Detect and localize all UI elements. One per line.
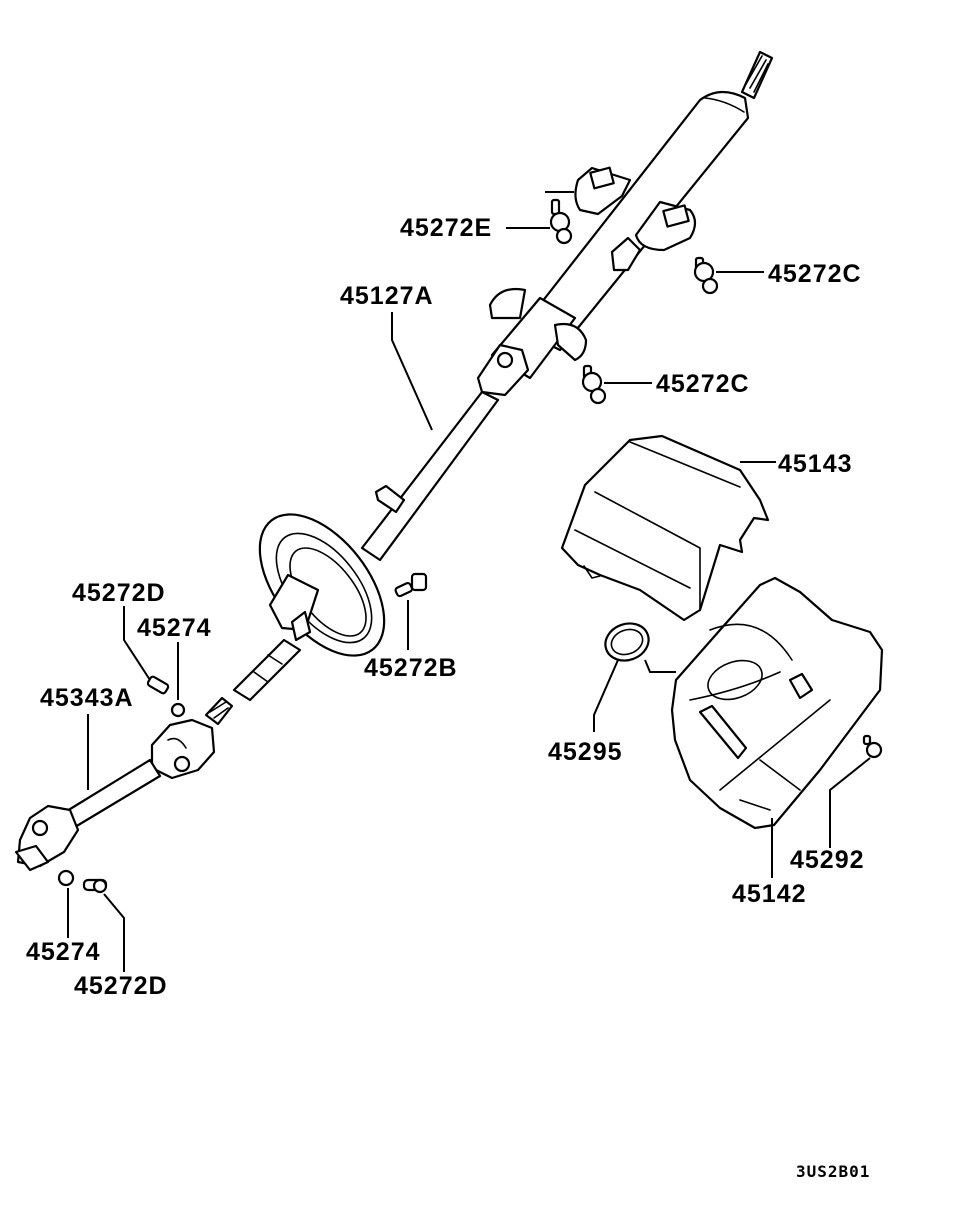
label-45272C-upper: 45272C [768, 260, 862, 288]
lower-column-cover [670, 576, 884, 830]
label-45274-upper: 45274 [137, 614, 212, 642]
label-45343A: 45343A [40, 684, 134, 712]
leader-lines [67, 191, 871, 972]
label-45295: 45295 [548, 738, 623, 766]
label-45272B: 45272B [364, 654, 458, 682]
label-45127A: 45127A [340, 282, 434, 310]
label-45274-lower: 45274 [26, 938, 101, 966]
label-45142: 45142 [732, 880, 807, 908]
label-45272D-upper: 45272D [72, 579, 166, 607]
label-45143: 45143 [778, 450, 853, 478]
label-45272C-lower: 45272C [656, 370, 750, 398]
upper-column-cover [560, 434, 770, 622]
label-45272E: 45272E [400, 214, 493, 242]
fasteners [57, 198, 883, 894]
intermediate-shaft [14, 718, 216, 872]
label-45292: 45292 [790, 846, 865, 874]
diagram-reference-code: 3US2B01 [796, 1162, 871, 1181]
label-45272D-lower: 45272D [74, 972, 168, 1000]
ring-grommet [604, 622, 650, 662]
steering-column-lower [204, 390, 500, 726]
steering-column-upper [476, 50, 774, 397]
